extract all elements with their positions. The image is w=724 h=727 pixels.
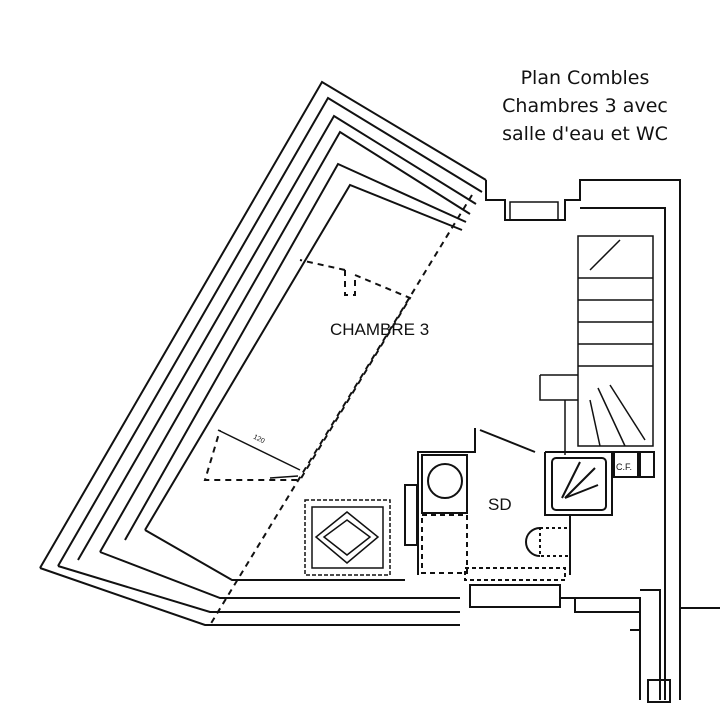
- plan-title: Plan Combles Chambres 3 avec salle d'eau…: [470, 64, 700, 148]
- room-label-bathroom: SD: [488, 495, 512, 514]
- skylight: [304, 201, 559, 576]
- outer-walls: [39, 80, 720, 703]
- bathroom-walls: [404, 428, 655, 608]
- staircase: [539, 235, 654, 455]
- room-label-bedroom: CHAMBRE 3: [330, 320, 430, 339]
- title-line-1: Plan Combles: [520, 67, 650, 89]
- title-line-3: salle d'eau et WC: [502, 123, 668, 145]
- title-line-2: Chambres 3 avec: [502, 95, 668, 117]
- room-label-cupboard: C.F.: [616, 462, 633, 472]
- headroom-lines: [203, 194, 473, 626]
- dimension-line: [217, 429, 301, 479]
